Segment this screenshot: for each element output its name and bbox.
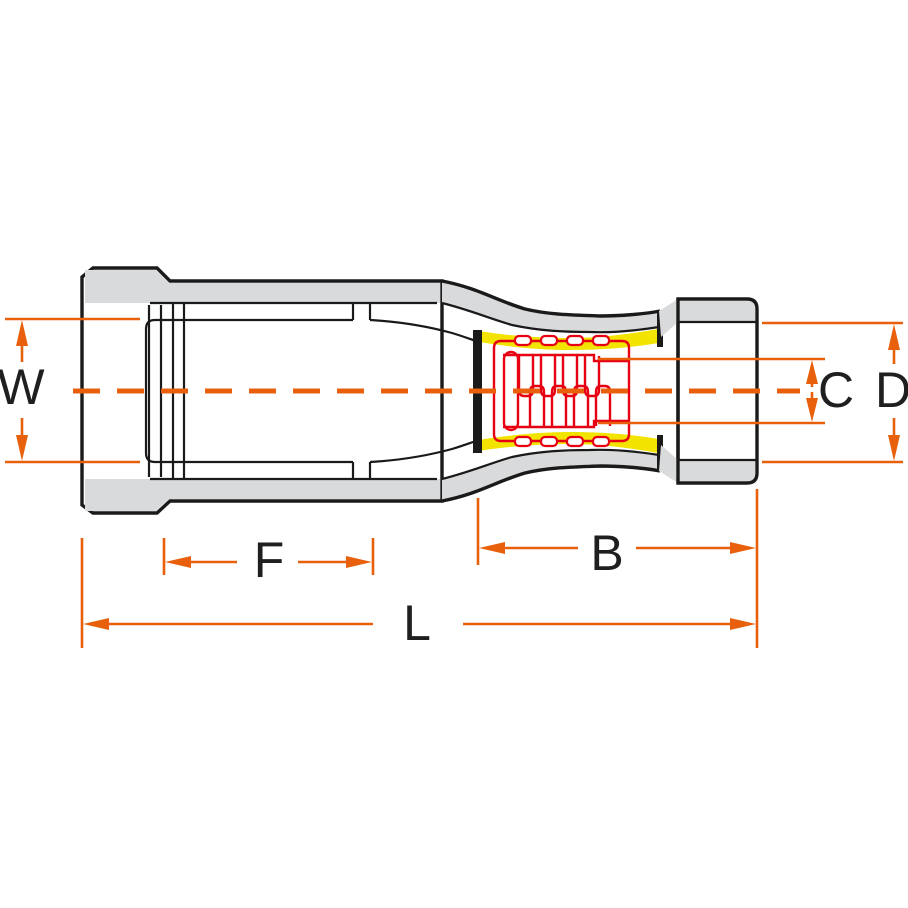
crimp-tab-bottom-2 [539,435,559,448]
crimp-tab-top-3 [565,334,585,347]
f-arrowhead-left [165,556,191,568]
dimension-w: W [0,317,140,464]
crimp-tab-top-2 [539,334,559,347]
l-arrowhead-right [730,618,756,630]
chamfer-bottom [659,445,678,483]
bore-notch-top [351,303,372,320]
l-label: L [403,595,431,651]
neck-outer-top-contour [441,279,661,318]
sleeve-bore-inner [144,318,353,464]
crimp-tab-top-4 [591,334,611,347]
crimp-tab-top-1 [513,334,533,347]
insulation-cut-edge-bottom-right [657,435,663,471]
sleeve-top-wall [85,270,440,303]
barrel-seam-top [503,353,629,363]
barrel-end-cylinder [659,297,759,485]
insulation-cut-edge-top-right [657,311,663,347]
d-label: D [875,362,908,418]
w-arrowhead-up [16,320,28,346]
c-label: C [818,362,854,418]
barrel-outer-contour [492,339,631,443]
serration-top-4 [583,356,601,398]
cylinder-body [676,297,759,485]
crimp-tab-bottom-4 [591,435,611,448]
bore-notch-bottom [351,462,372,479]
dimension-b: B [476,489,759,648]
wire-barrel-serrations [492,334,631,448]
w-label: W [0,359,45,415]
dimension-l: L [80,538,756,651]
neck-outer-bottom-contour [441,464,661,503]
dimension-c: C [598,357,854,425]
serration-top-2 [539,356,557,398]
crimp-tab-bottom-1 [513,435,533,448]
neck-inner-top-contour [441,301,660,334]
dimension-f: F [162,532,375,588]
sleeve-bottom-wall [85,479,440,511]
funnel-inner-top-curve [369,318,477,343]
c-arrowhead-down [806,398,818,422]
b-label: B [590,525,623,581]
d-arrowhead-up [888,324,900,350]
dimension-d: D [762,321,908,464]
c-arrowhead-up [806,360,818,384]
crimp-tab-bottom-3 [565,435,585,448]
cylinder-bottom-wall [678,461,755,481]
neck-inner-bottom-contour [441,448,660,481]
barrel-seam-bottom [503,419,629,429]
d-arrowhead-down [888,435,900,461]
l-arrowhead-left [83,618,109,630]
chamfer-top [659,299,678,337]
funnel-inner-bottom-curve [369,439,477,464]
f-arrowhead-right [346,556,372,568]
b-arrowhead-right [730,542,756,554]
w-arrowhead-down [16,435,28,461]
cylinder-top-wall [678,301,755,321]
f-label: F [254,532,285,588]
b-arrowhead-left [479,542,505,554]
